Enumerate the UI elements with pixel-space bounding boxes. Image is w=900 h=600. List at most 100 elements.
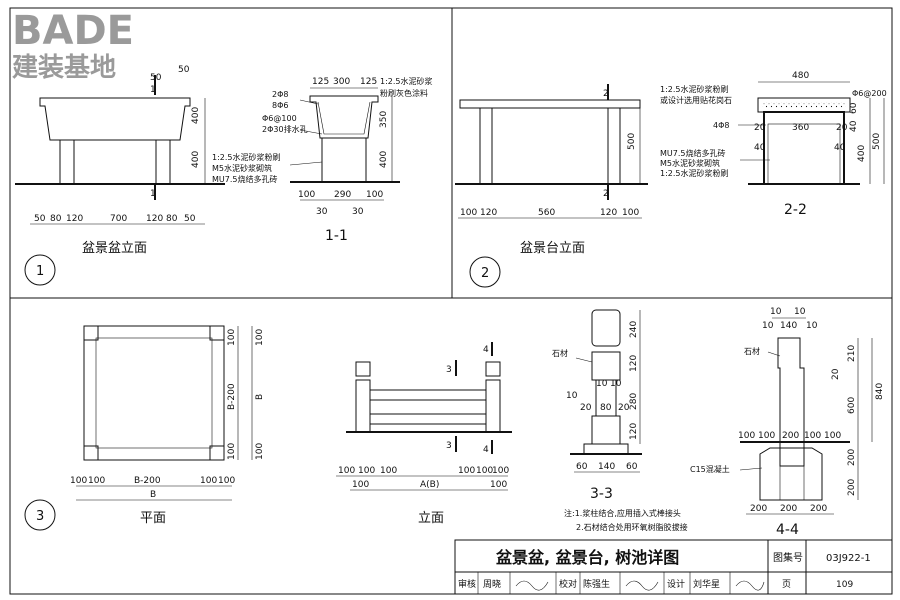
section-4-4: 10 10 10 140 10 石材 C15混凝土 210 20 600 840… xyxy=(690,307,885,538)
tree-pit-plan: 100 B-200 B 100 100 100 100 100 B-200 10… xyxy=(24,325,265,531)
s22-inner-6: 60 xyxy=(849,102,859,114)
detail-number-3: 3 xyxy=(36,509,44,524)
s11-bottom-1: 100 xyxy=(298,190,315,200)
s44-mid-5: 100 xyxy=(824,431,841,441)
s11-note-9: MU7.5烧结多孔砖 xyxy=(212,174,277,184)
s44-label-concrete: C15混凝土 xyxy=(690,464,730,474)
s44-mid-1: 100 xyxy=(738,431,755,441)
s33-side-4: 120 xyxy=(629,423,639,440)
s44-side-2: 20 xyxy=(831,368,841,380)
plan-bottom-5: 100 xyxy=(218,476,235,486)
s11-note-8: M5水泥砂浆砌筑 xyxy=(212,163,272,173)
detail-number-1: 1 xyxy=(36,264,44,279)
plan-bottom-6: B xyxy=(150,490,156,500)
atlas-number: 03J922-1 xyxy=(826,553,871,564)
s33-inner-1: 10 xyxy=(596,379,608,389)
page-number: 109 xyxy=(836,580,853,590)
s11-bottom-4: 30 xyxy=(316,207,328,217)
plan-right-2: B-200 xyxy=(227,383,237,410)
elev-bottom-5: 100 xyxy=(476,466,493,476)
elev-mark-3-top: 3 xyxy=(446,365,452,375)
s11-bottom-3: 100 xyxy=(366,190,383,200)
s33-inner-2: 10 xyxy=(610,379,622,389)
dim-top-1: 50 xyxy=(150,73,162,83)
plan-right-6: 100 xyxy=(255,443,265,460)
dim-bottom-7: 50 xyxy=(184,214,196,224)
plan-right-5: 100 xyxy=(255,329,265,346)
s33-side-2: 120 xyxy=(629,355,639,372)
s11-note-4: 8Φ6 xyxy=(272,101,288,110)
stand-bottom-2: 120 xyxy=(480,208,497,218)
plan-right-3: B xyxy=(255,394,265,400)
s22-note-5: MU7.5烧结多孔砖 xyxy=(660,148,725,158)
logo-cn: 建装基地 xyxy=(12,53,116,83)
s44-mid-3: 200 xyxy=(782,431,799,441)
dim-top-2: 50 xyxy=(178,65,190,75)
s11-bottom-2: 290 xyxy=(334,190,351,200)
designer-name: 刘华星 xyxy=(693,578,720,590)
s11-note-6: 2Φ30排水孔 xyxy=(262,124,308,134)
s33-label: 石材 xyxy=(552,348,568,358)
s44-bottom-3: 200 xyxy=(810,504,827,514)
elev-bottom-3: 100 xyxy=(380,466,397,476)
s11-note-7: 1:2.5水泥砂浆粉刷 xyxy=(212,152,281,162)
stand-elev-dim: 500 xyxy=(627,133,637,150)
s44-side-3: 600 xyxy=(847,397,857,414)
dim-elev-2: 400 xyxy=(191,151,201,168)
s44-top-1: 10 xyxy=(770,307,782,317)
s44-side-5: 200 xyxy=(847,449,857,466)
s22-inner-1: 20 xyxy=(754,123,766,133)
dim-bottom-6: 80 xyxy=(166,214,178,224)
s11-dim-2: 300 xyxy=(333,77,350,87)
caption-section-4-4: 4-4 xyxy=(776,522,799,538)
dim-bottom-1: 50 xyxy=(34,214,46,224)
s11-note-3: 2Φ8 xyxy=(272,90,288,99)
s11-note-5: Φ6@100 xyxy=(262,114,297,123)
cut-mark-bottom: 1 xyxy=(150,189,156,199)
tree-pit-elevation: 3 3 4 4 100 100 100 100 100 100 100 A(B)… xyxy=(336,342,512,526)
s44-mid-2: 100 xyxy=(758,431,775,441)
elev-mark-3-bottom: 3 xyxy=(446,441,452,451)
s44-side-6: 200 xyxy=(847,479,857,496)
detail-circle-1 xyxy=(24,254,56,286)
plan-bottom-1: 100 xyxy=(70,476,87,486)
elev-mark-4-bottom: 4 xyxy=(483,445,489,455)
note-2: 2.石材结合处用环氧树脂胶拔接 xyxy=(576,522,688,532)
s33-side-3: 280 xyxy=(629,393,639,410)
caption-stand-elevation: 盆景台立面 xyxy=(520,241,585,256)
s22-note-4: 4Φ8 xyxy=(713,121,729,130)
section-3-3: 石材 240 120 280 120 10 10 10 20 80 20 60 … xyxy=(552,309,642,502)
dim-bottom-3: 120 xyxy=(66,214,83,224)
review-label: 审核 xyxy=(458,578,476,590)
title-block: 盆景盆, 盆景台, 树池详图 图集号 03J922-1 审核 周晓 校对 陈强生… xyxy=(454,539,893,595)
plan-right-1: 100 xyxy=(227,329,237,346)
s44-side-1: 210 xyxy=(847,345,857,362)
s11-side-1: 350 xyxy=(379,111,389,128)
dim-bottom-4: 700 xyxy=(110,214,127,224)
s44-top-3: 10 xyxy=(762,321,774,331)
elev-bottom-1: 100 xyxy=(338,466,355,476)
basin-elevation: 1 50 50 1 400 400 50 80 120 700 120 80 5… xyxy=(15,65,225,286)
stand-cut-top: 2 xyxy=(603,89,609,99)
cut-mark-top: 1 xyxy=(150,85,156,95)
s22-side-1: 400 xyxy=(857,145,867,162)
detail-circle-2 xyxy=(469,256,501,288)
s33-inner-6: 20 xyxy=(618,403,630,413)
elev-bottom-8: A(B) xyxy=(420,480,439,490)
caption-elevation: 立面 xyxy=(418,511,444,526)
plan-right-4: 100 xyxy=(227,443,237,460)
s22-inner-4: 40 xyxy=(754,143,766,153)
stand-elevation: 2 2 500 100 120 560 120 100 盆景台立面 2 xyxy=(455,84,648,288)
page-label: 页 xyxy=(782,579,791,590)
s22-note-1: 1:2.5水泥砂浆粉刷 xyxy=(660,84,729,94)
s44-top-4: 140 xyxy=(780,321,797,331)
dim-bottom-5: 120 xyxy=(146,214,163,224)
s44-mid-4: 100 xyxy=(804,431,821,441)
elev-mark-4-top: 4 xyxy=(483,345,489,355)
s33-bottom-3: 60 xyxy=(626,462,638,472)
detail-number-2: 2 xyxy=(481,266,489,281)
s33-bottom-1: 60 xyxy=(576,462,588,472)
caption-section-2-2: 2-2 xyxy=(784,202,807,218)
plan-bottom-4: 100 xyxy=(200,476,217,486)
caption-plan: 平面 xyxy=(140,511,166,526)
